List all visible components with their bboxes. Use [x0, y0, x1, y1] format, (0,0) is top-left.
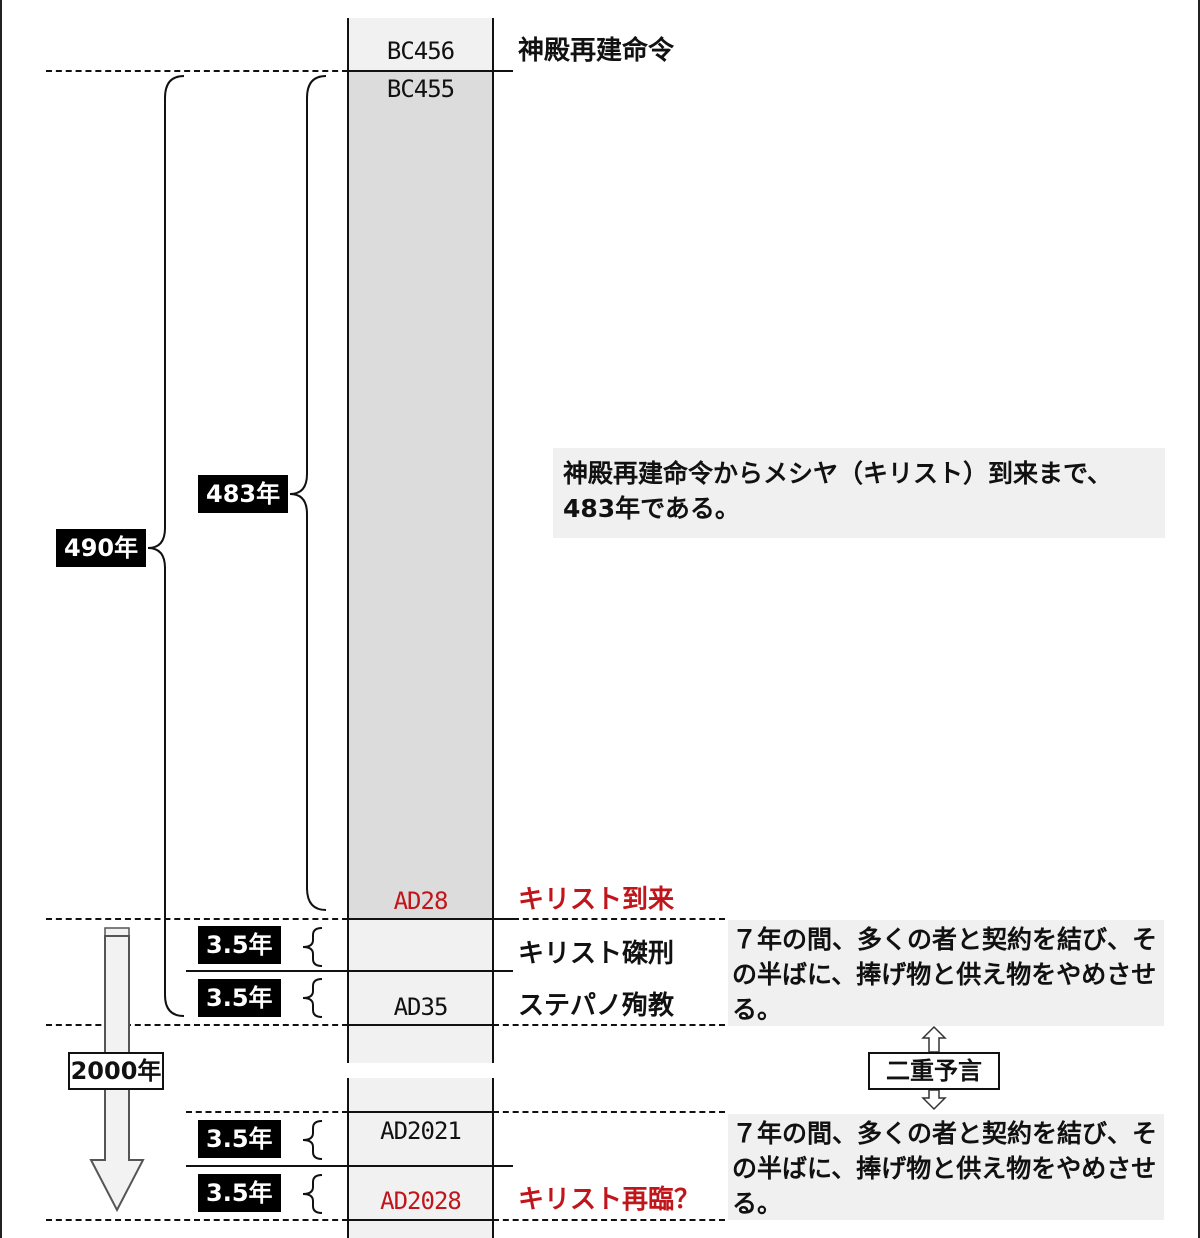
marker-bc455-dashed [46, 70, 348, 72]
marker-ad28-solid [348, 918, 513, 920]
span-half-week-b: 3.5年 [198, 979, 281, 1017]
span-2000-years: 2000年 [68, 1052, 164, 1090]
note-double-prophecy: 二重予言 [868, 1052, 1000, 1090]
note-covenant-2: ７年の間、多くの者と契約を結び、その半ばに、捧げ物と供え物をやめさせる。 [728, 1114, 1164, 1220]
frame-right-border [1198, 0, 1200, 1238]
brace-half-week-b [302, 978, 323, 1018]
marker-ad28-dashed-left [46, 918, 348, 920]
span-half-week-c: 3.5年 [198, 1120, 281, 1158]
year-bc456: BC456 [386, 37, 455, 65]
marker-ad2028-dashed-right [493, 1219, 725, 1221]
event-second-coming: キリスト再臨？ [518, 1185, 701, 1215]
event-crucifixion: キリスト磔刑 [518, 939, 675, 969]
span-half-week-a: 3.5年 [198, 926, 281, 964]
timeline-column-top [348, 18, 493, 72]
event-decree: 神殿再建命令 [518, 36, 675, 66]
timeline-column-left-edge-lower [347, 1078, 349, 1238]
span-490-years: 490年 [56, 529, 147, 567]
span-483-years: 483年 [198, 475, 289, 513]
event-stephen: ステパノ殉教 [518, 991, 675, 1021]
brace-483-years [289, 75, 327, 911]
frame-left-border [0, 0, 2, 1238]
year-bc455: BC455 [386, 75, 455, 103]
timeline-column-483-years [348, 72, 493, 920]
note-covenant-1: ７年の間、多くの者と契約を結び、その半ばに、捧げ物と供え物をやめさせる。 [728, 920, 1164, 1026]
timeline-column-week-2 [348, 1078, 493, 1238]
brace-half-week-a [302, 927, 323, 967]
year-ad2021: AD2021 [380, 1117, 462, 1145]
marker-midweek-1 [186, 970, 513, 972]
timeline-column-left-edge [347, 18, 349, 1063]
double-arrow-up-icon [921, 1025, 947, 1053]
marker-ad35-dashed-right [493, 1024, 725, 1026]
span-half-week-d: 3.5年 [198, 1174, 281, 1212]
event-advent: キリスト到来 [518, 885, 675, 915]
note-483-years: 神殿再建命令からメシヤ（キリスト）到来まで、483年である。 [553, 448, 1165, 538]
brace-half-week-c [302, 1120, 323, 1160]
marker-ad2021-dashed-right [493, 1111, 725, 1113]
marker-bc455-solid [348, 70, 513, 72]
year-ad2028: AD2028 [380, 1187, 462, 1215]
marker-ad2021-dashed-left [186, 1111, 348, 1113]
gap-arrow-cap [104, 927, 130, 937]
timeline-column-right-edge [492, 18, 494, 1063]
year-ad28: AD28 [393, 887, 449, 915]
marker-ad35-dashed-left [46, 1024, 348, 1026]
brace-490-years [147, 75, 185, 1017]
brace-half-week-d [302, 1174, 323, 1214]
timeline-column-right-edge-lower [492, 1078, 494, 1238]
marker-ad35-solid [348, 1024, 493, 1026]
marker-midweek-2 [186, 1165, 513, 1167]
year-ad35: AD35 [393, 993, 449, 1021]
timeline-column-week-1 [348, 920, 493, 1063]
marker-ad2028-solid [348, 1219, 493, 1221]
marker-ad2028-dashed-left [46, 1219, 348, 1221]
double-arrow-down-icon [921, 1089, 947, 1111]
marker-ad2021-solid [348, 1111, 493, 1113]
marker-ad28-dashed-right [513, 918, 725, 920]
